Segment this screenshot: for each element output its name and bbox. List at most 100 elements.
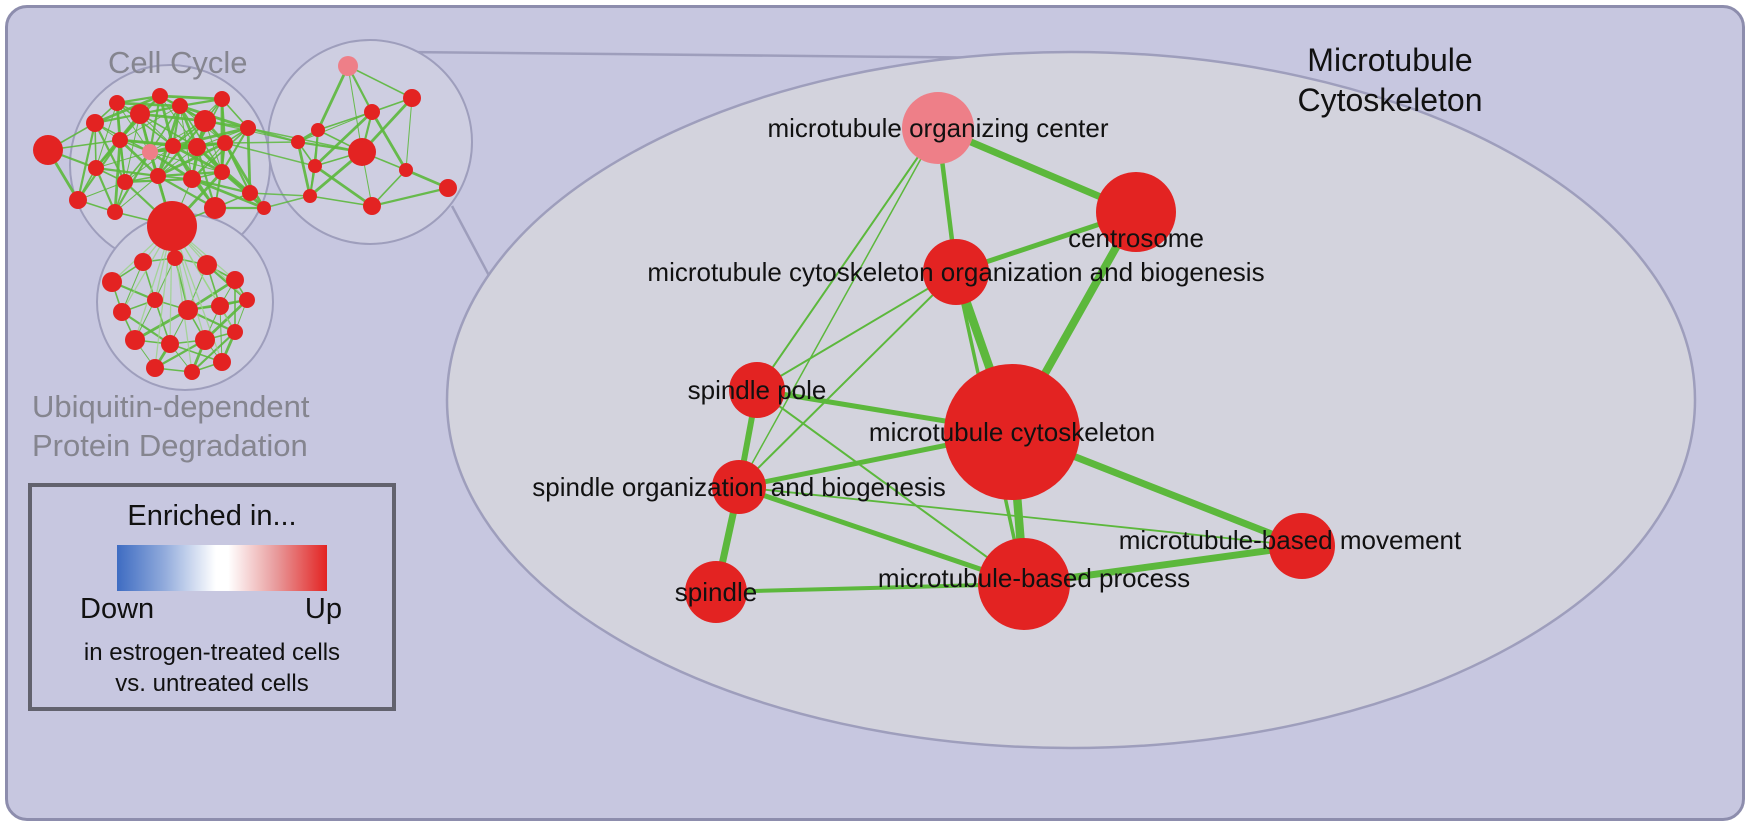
overview-edge — [157, 141, 226, 178]
overview-node — [303, 189, 317, 203]
overview-edge — [297, 111, 373, 143]
overview-node — [439, 179, 457, 197]
overview-node — [183, 170, 201, 188]
zoom-edge-so-mbp — [738, 484, 1025, 587]
overview-node — [399, 163, 413, 177]
overview-node — [167, 250, 183, 266]
zoom-edge-mcob-sp — [756, 271, 957, 391]
overview-node — [311, 123, 325, 137]
overview-node — [211, 297, 229, 315]
zoom-node-cen — [1096, 172, 1176, 252]
overview-edge — [296, 141, 312, 197]
overview-node — [69, 191, 87, 209]
overview-edge — [191, 331, 236, 373]
overview-edge — [309, 195, 373, 207]
overview-edge — [191, 127, 249, 180]
overview-node — [146, 359, 164, 377]
zoom-node-label-cen: centrosome — [1068, 223, 1204, 253]
zoom-node-label-mbm: microtubule-based movement — [1119, 525, 1462, 555]
zoom-node-label-sp: spindle pole — [688, 375, 827, 405]
overview-node — [113, 303, 131, 321]
legend-caption-line2: vs. untreated cells — [115, 670, 309, 698]
overview-cross-edge — [224, 141, 299, 144]
overview-node — [217, 135, 233, 151]
cluster-title-ubiquitin-line1: Ubiquitin-dependent — [32, 389, 310, 424]
legend-down-label: Down — [80, 593, 155, 625]
overview-edge — [119, 105, 181, 141]
overview-node — [107, 204, 123, 220]
zoom-node-label-mc: microtubule cytoskeleton — [869, 417, 1155, 447]
overview-node — [214, 164, 230, 180]
overview-node — [117, 174, 133, 190]
overview-edge — [116, 102, 174, 147]
legend-up-label: Up — [304, 593, 342, 625]
overview-edge — [316, 65, 350, 131]
legend-title: Enriched in... — [127, 500, 297, 532]
overview-edge — [95, 166, 159, 178]
overview-node — [214, 91, 230, 107]
overview-node — [150, 168, 166, 184]
region-title-microtubule-line2: Cytoskeleton — [1297, 82, 1483, 118]
overview-node — [172, 98, 188, 114]
region-title-microtubule-line1: Microtubule — [1307, 42, 1473, 78]
zoom-node-so — [712, 460, 766, 514]
overview-edge — [191, 177, 251, 195]
overview-node — [363, 197, 381, 215]
overview-node — [142, 144, 158, 160]
overview-edge — [95, 151, 151, 169]
legend: Enriched in... Down Up in estrogen-treat… — [28, 483, 396, 711]
overview-node — [134, 253, 152, 271]
overview-node — [147, 201, 197, 251]
overview-edge — [119, 138, 159, 178]
zoom-node-mbp — [978, 538, 1070, 630]
overview-edge — [121, 311, 171, 345]
overview-node — [348, 138, 376, 166]
overview-edge — [124, 113, 141, 183]
magnifier-line — [401, 50, 1011, 60]
zoom-node-mcob — [923, 239, 989, 305]
overview-node — [291, 135, 305, 149]
overview-node — [188, 138, 206, 156]
overview-edge — [219, 305, 223, 363]
zoom-node-sp — [729, 362, 785, 418]
overview-edge — [314, 110, 373, 168]
overview-edge — [370, 111, 408, 171]
zoom-node-label-mcob: microtubule cytoskeleton organization an… — [647, 257, 1264, 287]
overview-node — [102, 272, 122, 292]
overview-node — [161, 335, 179, 353]
overview-node — [204, 197, 226, 219]
overview-node — [125, 330, 145, 350]
overview-node — [152, 88, 168, 104]
overview-node — [242, 185, 258, 201]
overview-node — [257, 201, 271, 215]
overview-edge — [317, 111, 373, 131]
overview-edge — [95, 102, 118, 169]
zoom-node-mc — [944, 364, 1080, 500]
overview-node — [338, 56, 358, 76]
overview-edge — [169, 343, 223, 363]
overview-node — [178, 300, 198, 320]
overview-node — [403, 89, 421, 107]
overview-edge — [172, 126, 249, 148]
legend-caption-line1: in estrogen-treated cells — [83, 639, 341, 666]
zoom-edge-mcob-so — [738, 271, 957, 488]
overview-edge — [221, 127, 249, 173]
overview-node — [364, 104, 380, 120]
zoom-node-mbm — [1269, 513, 1335, 579]
overview-node — [33, 135, 63, 165]
overview-edge — [223, 142, 266, 209]
overview-node — [130, 104, 150, 124]
overview-node — [213, 353, 231, 371]
overview-edge — [94, 94, 161, 125]
overview-edge — [124, 145, 174, 183]
zoom-edge-moc-so — [738, 127, 939, 488]
zoom-edge-sp-mbp — [756, 389, 1025, 585]
overview-node — [195, 330, 215, 350]
zoom-node-label-mbp: microtubule-based process — [878, 563, 1190, 593]
legend-caption: in estrogen-treated cells vs. untreated … — [32, 637, 392, 699]
overview-edge — [314, 164, 373, 208]
overview-node — [184, 364, 200, 380]
overview-cross-edge — [249, 192, 311, 197]
overview-node — [240, 120, 256, 136]
